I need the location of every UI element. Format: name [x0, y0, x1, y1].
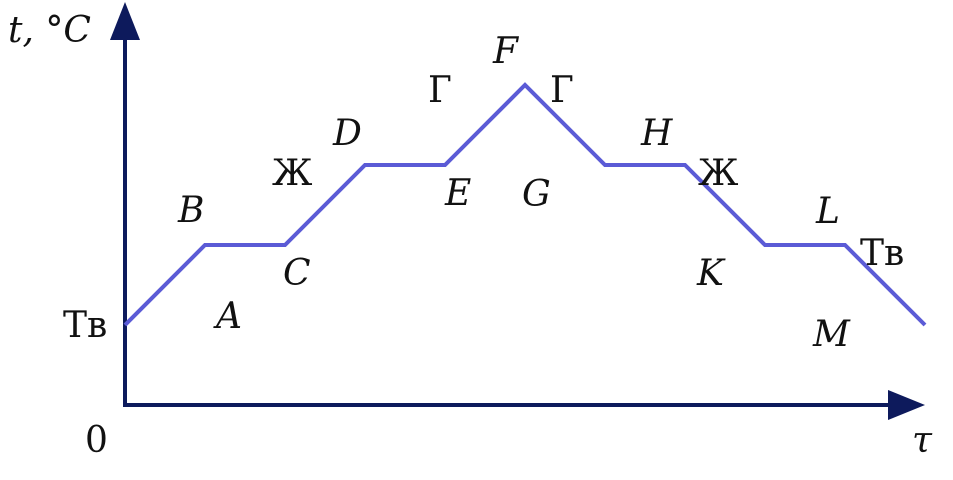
y-axis-arrow — [110, 2, 140, 40]
point-label-f: F — [492, 31, 520, 72]
x-axis-label: τ — [912, 420, 933, 461]
point-label-c: C — [283, 253, 311, 294]
origin-label: 0 — [85, 420, 108, 461]
temperature-line — [123, 82, 927, 327]
point-label-m: M — [812, 314, 851, 355]
state-label-liquid-left: Ж — [272, 153, 313, 194]
point-label-k: K — [696, 253, 726, 294]
x-axis-arrow — [888, 390, 925, 420]
y-axis-label: t, °C — [8, 10, 91, 51]
point-label-a: A — [213, 296, 242, 337]
point-label-l: L — [815, 191, 840, 232]
state-label-gas-right: Г — [550, 70, 574, 111]
state-label-gas-left: Г — [428, 70, 452, 111]
point-label-h: H — [640, 113, 673, 154]
point-label-d: D — [332, 113, 362, 154]
point-label-e: E — [444, 173, 471, 214]
point-label-b: B — [177, 190, 204, 231]
state-label-solid-right: Тв — [860, 233, 904, 274]
point-label-g: G — [522, 174, 551, 215]
state-label-liquid-right: Ж — [698, 153, 739, 194]
state-label-solid-left: Тв — [63, 305, 107, 346]
